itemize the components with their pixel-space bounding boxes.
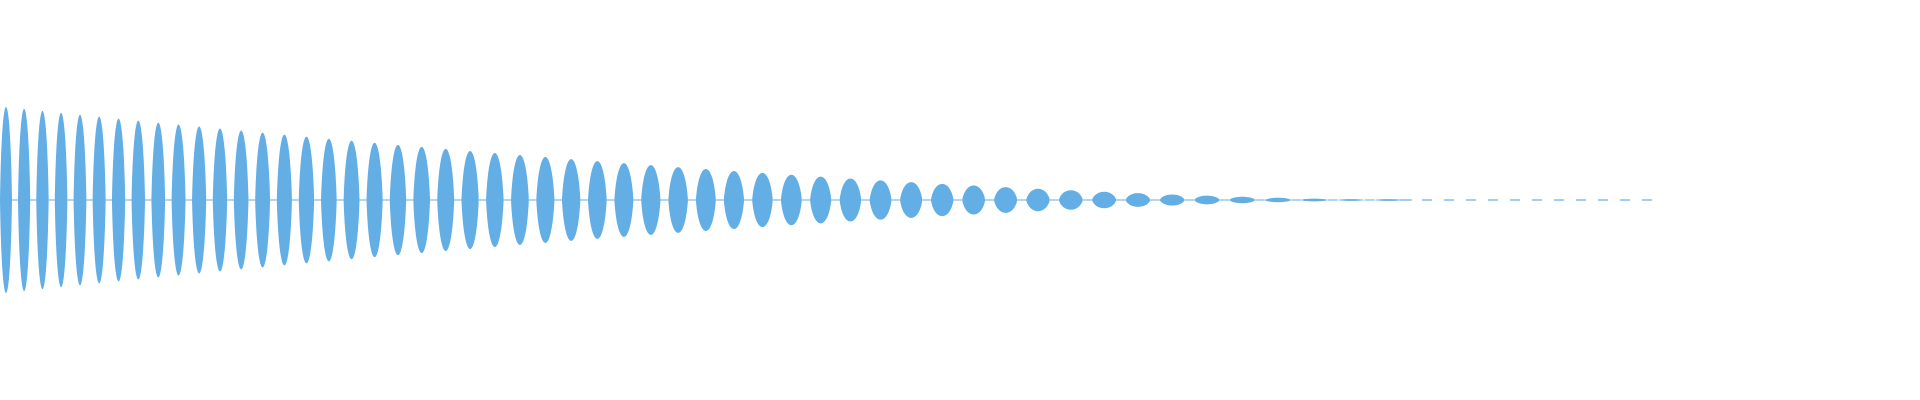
waveform-lobe (1058, 190, 1083, 210)
waveform-lobe (321, 138, 337, 262)
waveform-lobe (413, 146, 431, 254)
waveform-lobe (36, 110, 49, 290)
waveform-lobe (73, 114, 87, 286)
waveform-lobe (962, 185, 986, 215)
waveform-lobe (212, 128, 228, 272)
waveform-lobe (1374, 199, 1403, 201)
waveform-lobe (993, 187, 1018, 213)
waveform-lobe (131, 120, 146, 280)
waveform-lobe (1229, 196, 1256, 204)
waveform-lobe (389, 144, 407, 256)
waveform-lobe (780, 174, 802, 226)
waveform-lobe (752, 172, 773, 228)
waveform-lobe (930, 183, 954, 217)
waveform-lobe (900, 182, 923, 218)
waveform-lobe (54, 112, 68, 288)
waveform-lobe (587, 161, 607, 239)
waveform-lobe (18, 108, 31, 292)
waveform-lobe (1300, 198, 1328, 202)
waveform-lobe (151, 122, 166, 278)
waveform-lobe (723, 170, 745, 230)
waveform-lobe (192, 126, 207, 274)
waveform-lobe (1264, 197, 1292, 203)
waveform-lobe (839, 178, 862, 222)
waveform-lobe (810, 176, 832, 224)
waveform-lobe (1091, 191, 1117, 209)
waveform-lobe (1125, 193, 1151, 207)
waveform-lobe (461, 150, 479, 250)
waveform-lobe (343, 140, 360, 260)
waveform-lobe (366, 142, 383, 258)
waveform-lobe (111, 118, 126, 282)
waveform-lobe (486, 152, 504, 248)
waveform-lobe (641, 165, 661, 235)
waveform-lobe (92, 116, 106, 284)
waveform-lobe (536, 157, 555, 243)
waveform-lobe (233, 130, 249, 270)
waveform-lobe (1194, 195, 1220, 205)
waveform-lobes (0, 107, 1413, 293)
waveform-lobe (255, 132, 271, 268)
waveform-lobe (437, 148, 455, 252)
waveform-lobe (869, 180, 892, 220)
waveform-lobe (0, 107, 12, 293)
waveform-lobe (614, 163, 634, 237)
waveform-lobe (695, 169, 716, 231)
waveform-lobe (171, 124, 186, 276)
waveform-lobe (1337, 199, 1365, 201)
waveform-lobe (1159, 194, 1185, 206)
waveform-lobe (298, 136, 315, 264)
waveform-lobe (276, 134, 292, 266)
waveform-lobe (1026, 188, 1050, 212)
waveform-lobe (561, 159, 581, 241)
waveform-lobe (510, 155, 529, 245)
waveform-lobe (668, 167, 688, 233)
